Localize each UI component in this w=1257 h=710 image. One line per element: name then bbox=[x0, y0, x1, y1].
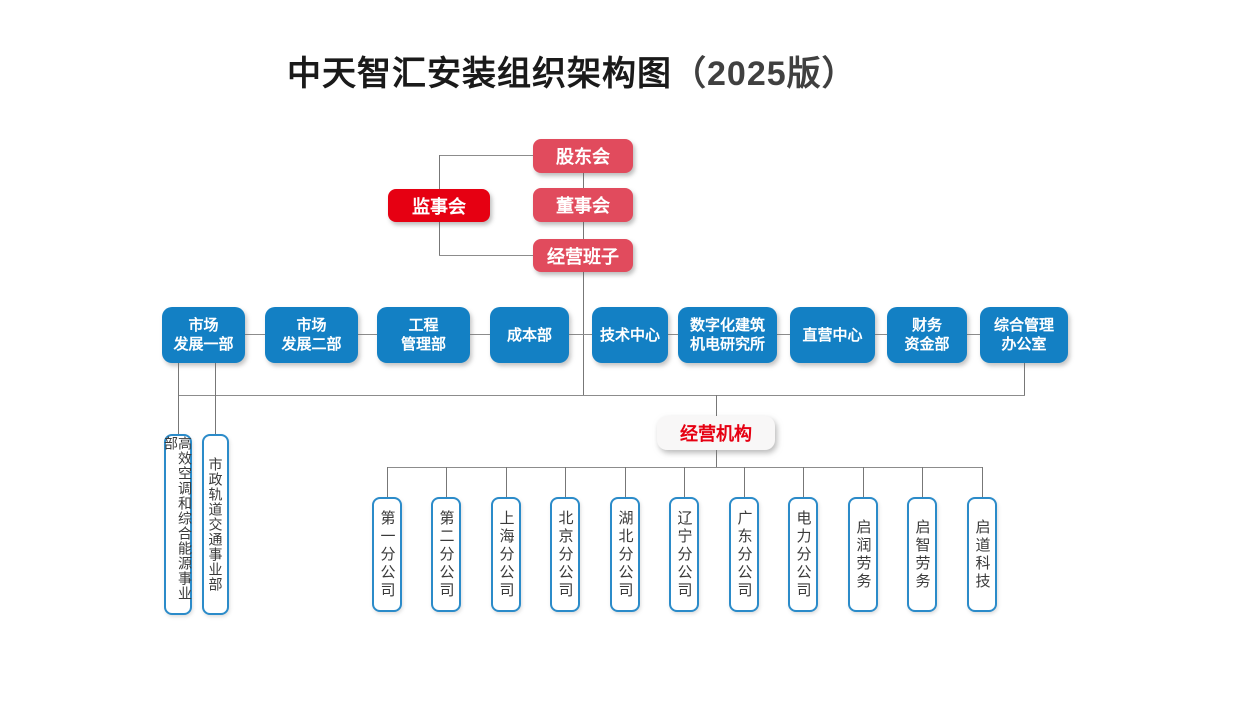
unit-qidao-tech-label: 启道科技 bbox=[973, 518, 991, 591]
dept-label-line: 机电研究所 bbox=[689, 336, 765, 353]
dept-label-line: 直营中心 bbox=[802, 326, 863, 344]
connector-unit-tick-7 bbox=[744, 467, 745, 497]
connector-main-bus bbox=[178, 395, 1025, 396]
title-main: 中天智汇安装组织架构图 bbox=[287, 55, 672, 93]
box-supervisory-board: 监事会 bbox=[388, 189, 490, 222]
connector-board-management bbox=[583, 222, 584, 239]
bu-municipal-rail-label: 市政轨道交通事业部 bbox=[207, 457, 224, 592]
unit-liaoning-branch-label: 辽宁分公司 bbox=[675, 509, 693, 600]
unit-first-branch-label: 第一分公司 bbox=[378, 509, 396, 600]
unit-beijing-branch: 北京分公司 bbox=[550, 497, 580, 612]
connector-operating-dist bbox=[716, 450, 717, 467]
connector-unit-tick-8 bbox=[803, 467, 804, 497]
dept-label-line: 综合管理 bbox=[993, 317, 1054, 334]
unit-qizhi-labor-label: 启智劳务 bbox=[913, 518, 931, 591]
box-board-of-directors: 董事会 bbox=[533, 188, 633, 222]
connector-business-unit-2 bbox=[215, 363, 216, 434]
unit-qirun-labor-label: 启润劳务 bbox=[854, 518, 872, 591]
dept-label-line: 市场 bbox=[296, 317, 327, 334]
dept-label-line: 发展一部 bbox=[173, 336, 234, 353]
unit-shanghai-branch-label: 上海分公司 bbox=[497, 509, 515, 600]
connector-supervisory-top-v bbox=[439, 155, 440, 190]
bu-hvac-energy: 高效空调和综合能源事业部 bbox=[163, 434, 193, 615]
dept-label-line: 成本部 bbox=[506, 326, 552, 344]
dept-finance-treasury: 财务资金部 bbox=[887, 307, 967, 363]
operating-org-label-box: 经营机构 bbox=[657, 416, 775, 450]
connector-unit-tick-6 bbox=[684, 467, 685, 497]
connector-unit-tick-4 bbox=[565, 467, 566, 497]
dept-label-line: 市场 bbox=[188, 317, 219, 334]
connector-unit-tick-1 bbox=[387, 467, 388, 497]
connector-unit-tick-3 bbox=[506, 467, 507, 497]
connector-supervisory-bottom-h bbox=[439, 255, 533, 256]
dept-label-line: 管理部 bbox=[400, 336, 446, 353]
dept-market-dev-1: 市场发展一部 bbox=[162, 307, 245, 363]
box-board-label: 董事会 bbox=[556, 196, 610, 216]
connector-management-bus bbox=[583, 272, 584, 395]
unit-qidao-tech: 启道科技 bbox=[967, 497, 997, 612]
dept-cost: 成本部 bbox=[490, 307, 569, 363]
connector-unit-tick-5 bbox=[625, 467, 626, 497]
connector-supervisory-bottom-v bbox=[439, 222, 440, 256]
unit-hubei-branch: 湖北分公司 bbox=[610, 497, 640, 612]
unit-first-branch: 第一分公司 bbox=[372, 497, 402, 612]
box-management-label: 经营班子 bbox=[547, 246, 619, 267]
dept-label-line: 数字化建筑 bbox=[689, 317, 765, 334]
unit-second-branch-label: 第二分公司 bbox=[437, 509, 455, 600]
dept-direct-operation-center: 直营中心 bbox=[790, 307, 875, 363]
unit-beijing-branch-label: 北京分公司 bbox=[556, 509, 574, 600]
title-suffix: （2025版） bbox=[672, 55, 857, 93]
unit-guangdong-branch-label: 广东分公司 bbox=[735, 509, 753, 600]
dept-digital-mech-research: 数字化建筑机电研究所 bbox=[678, 307, 777, 363]
box-shareholders: 股东会 bbox=[533, 139, 633, 173]
dept-general-admin-office: 综合管理办公室 bbox=[980, 307, 1068, 363]
dept-engineering-mgmt: 工程管理部 bbox=[377, 307, 470, 363]
connector-unit-tick-9 bbox=[863, 467, 864, 497]
connector-supervisory-top-h bbox=[439, 155, 533, 156]
unit-electric-power-branch: 电力分公司 bbox=[788, 497, 818, 612]
bu-hvac-energy-label: 高效空调和综合能源事业部 bbox=[163, 436, 193, 601]
dept-label-line: 办公室 bbox=[1001, 336, 1047, 353]
connector-admin-office-bus bbox=[1024, 363, 1025, 395]
dept-label-line: 财务 bbox=[911, 317, 942, 334]
unit-qizhi-labor: 启智劳务 bbox=[907, 497, 937, 612]
dept-technology-center: 技术中心 bbox=[592, 307, 668, 363]
bu-municipal-rail: 市政轨道交通事业部 bbox=[202, 434, 229, 615]
box-supervisory-label: 监事会 bbox=[412, 196, 466, 217]
connector-unit-tick-10 bbox=[922, 467, 923, 497]
dept-label-line: 发展二部 bbox=[281, 336, 342, 353]
connector-business-unit-1 bbox=[178, 363, 179, 434]
box-shareholders-label: 股东会 bbox=[556, 147, 610, 167]
connector-bus-operating bbox=[716, 395, 717, 416]
page-title: 中天智汇安装组织架构图（2025版） bbox=[287, 46, 857, 95]
connector-unit-tick-11 bbox=[982, 467, 983, 497]
box-management-team: 经营班子 bbox=[533, 239, 633, 272]
dept-label-line: 资金部 bbox=[904, 336, 950, 353]
unit-second-branch: 第二分公司 bbox=[431, 497, 461, 612]
connector-unit-tick-2 bbox=[446, 467, 447, 497]
dept-label-line: 技术中心 bbox=[599, 326, 660, 344]
unit-guangdong-branch: 广东分公司 bbox=[729, 497, 759, 612]
unit-qirun-labor: 启润劳务 bbox=[848, 497, 878, 612]
unit-electric-power-branch-label: 电力分公司 bbox=[794, 509, 812, 600]
unit-liaoning-branch: 辽宁分公司 bbox=[669, 497, 699, 612]
dept-label-line: 工程 bbox=[408, 317, 439, 334]
unit-hubei-branch-label: 湖北分公司 bbox=[616, 509, 634, 600]
unit-shanghai-branch: 上海分公司 bbox=[491, 497, 521, 612]
operating-org-label: 经营机构 bbox=[680, 424, 752, 444]
dept-market-dev-2: 市场发展二部 bbox=[265, 307, 358, 363]
connector-shareholders-board bbox=[583, 173, 584, 188]
